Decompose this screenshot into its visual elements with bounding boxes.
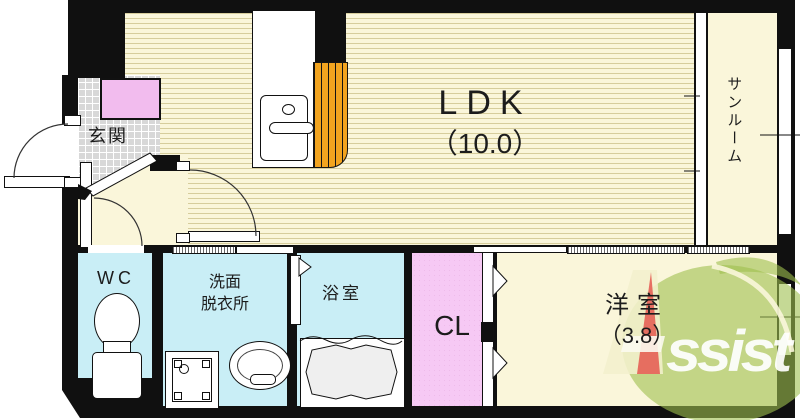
wall-closet-western <box>492 253 497 406</box>
ldk-western-opening <box>473 246 567 253</box>
wall-topleft-block <box>68 0 125 78</box>
closet-label: CL <box>434 310 470 341</box>
wall-bottom <box>84 406 795 418</box>
washer-corner <box>202 360 210 368</box>
washroom-label-line1: 洗面 <box>208 274 241 291</box>
sunroom-window-south-2 <box>687 246 750 254</box>
wall-kitchen-block <box>313 0 346 63</box>
toilet-tank <box>92 352 142 399</box>
ldk-size-label: （10.0） <box>429 128 541 160</box>
western-room-size-label: （3.8） <box>599 322 675 348</box>
entrance-door-arc <box>13 123 69 179</box>
ldk-door-jamb <box>176 161 190 171</box>
bathroom-folding-door <box>290 255 301 325</box>
western-room-label: 洋室 <box>605 292 669 319</box>
window-sunroom-east <box>778 48 792 235</box>
wc-door-opening <box>88 245 144 253</box>
wall-middle <box>62 245 777 253</box>
wc-label: WC <box>97 268 135 288</box>
washroom-label: 洗面 脱衣所 <box>173 272 277 315</box>
wc-door-leaf <box>80 162 92 248</box>
kitchen-handle-icon <box>269 122 314 134</box>
entrance-door-leaf <box>4 176 70 188</box>
entrance-label: 玄関 <box>88 126 128 146</box>
ldk-door-leaf <box>188 231 260 242</box>
washroom-label-line2: 脱衣所 <box>200 295 249 313</box>
washing-machine-inner <box>172 358 212 402</box>
washbasin-drain <box>250 374 276 385</box>
entrance-jamb <box>64 115 81 126</box>
western-room-label-block: 洋室 （3.8） <box>575 292 699 348</box>
sunroom-label: サンルーム <box>725 76 743 166</box>
shoe-cabinet <box>100 78 161 120</box>
washer-corner <box>174 392 182 400</box>
wall-wc-washroom <box>152 253 163 406</box>
washer-hose-icon <box>179 364 189 374</box>
kitchen-faucet-icon <box>282 104 295 115</box>
toilet-icon <box>94 293 140 349</box>
room-closet-floor <box>412 253 492 406</box>
washroom-door <box>236 246 294 254</box>
washer-corner <box>202 392 210 400</box>
wall-left-upper <box>62 75 78 124</box>
hall-window <box>172 246 236 254</box>
kitchen-unit <box>252 10 316 168</box>
room-sunroom-floor <box>704 13 777 245</box>
sliding-door-ldk-sunroom <box>694 13 708 245</box>
wall-left-lower <box>62 180 78 380</box>
bathroom-label: 浴室 <box>322 284 362 303</box>
kitchen-counter <box>313 62 348 168</box>
wall-top <box>68 0 777 13</box>
ldk-label-block: LDK （10.0） <box>395 84 575 160</box>
closet-door-jamb <box>481 322 493 342</box>
sunroom-window-south-1 <box>567 246 685 254</box>
entrance-jamb <box>64 177 81 188</box>
ldk-label: LDK <box>438 84 532 122</box>
wall-bath-closet <box>404 253 412 406</box>
ldk-door-jamb <box>176 233 190 243</box>
bathtub-icon <box>300 338 405 408</box>
wall-washroom-bath <box>287 253 297 406</box>
window-western-east <box>778 283 792 356</box>
